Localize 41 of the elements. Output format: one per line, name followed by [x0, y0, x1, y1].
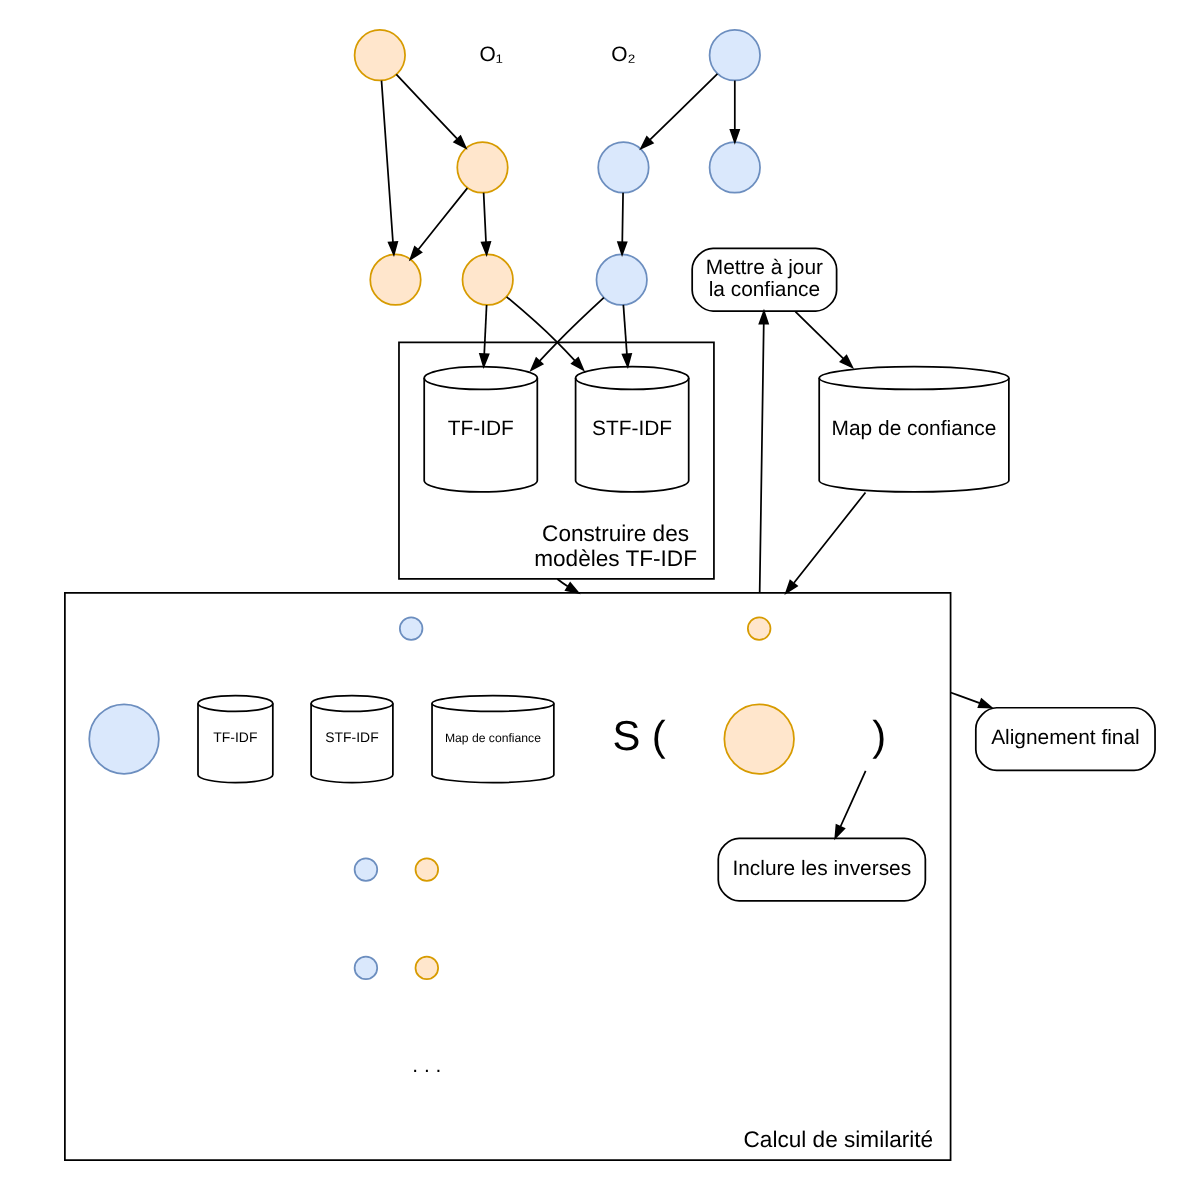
node-circle	[413, 857, 438, 882]
arrow	[394, 73, 467, 150]
arrow	[479, 191, 491, 258]
node-circle	[746, 616, 771, 641]
arrow	[757, 308, 769, 594]
node-text: )	[871, 713, 886, 760]
node-circle	[707, 141, 760, 194]
arrow	[783, 491, 866, 595]
arrow	[504, 295, 585, 372]
arrow	[833, 770, 866, 841]
arrow	[620, 304, 632, 369]
node-circle	[87, 703, 159, 775]
node-box: Alignement final	[973, 706, 1155, 772]
node-circle	[413, 955, 438, 981]
arrow	[615, 191, 627, 258]
node-circle	[722, 703, 794, 775]
arrow	[555, 578, 580, 595]
arrow	[948, 691, 993, 709]
label: O₂	[610, 44, 635, 67]
node-circle	[596, 141, 649, 194]
arrow	[528, 296, 604, 373]
arrow	[407, 187, 468, 262]
node-circle	[398, 616, 423, 641]
node-circle	[352, 955, 378, 981]
arrow	[477, 304, 489, 369]
node-circle	[352, 857, 378, 882]
node-circle	[368, 253, 421, 306]
arrow	[379, 79, 398, 258]
node-circle	[707, 29, 760, 82]
label: S (	[611, 713, 665, 760]
node-box: Mettre à jour la confiance	[690, 247, 837, 312]
arrow	[728, 79, 740, 145]
node-circle	[352, 29, 405, 82]
arrow	[793, 310, 854, 370]
node-box: Inclure les inverses	[716, 837, 926, 902]
label: O₁	[478, 44, 502, 67]
arrow	[638, 73, 718, 151]
node-circle	[460, 253, 513, 306]
label: . . .	[411, 1055, 441, 1078]
node-circle	[455, 141, 508, 194]
node-circle	[594, 253, 647, 306]
